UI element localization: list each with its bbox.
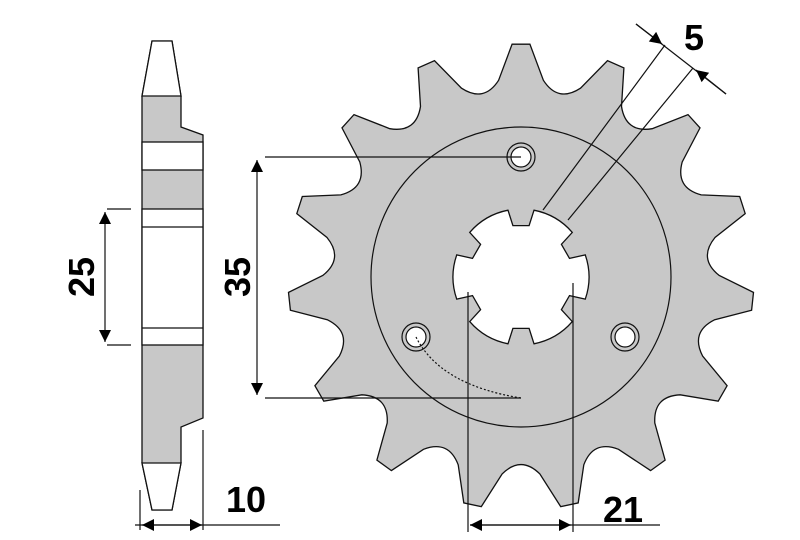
dimension-arrow: [635, 23, 663, 45]
side-bolt-band: [141, 141, 204, 171]
dimension-10: 10: [135, 430, 280, 531]
side-tooth-bottom: [141, 462, 182, 511]
hub-circle: [370, 126, 672, 428]
side-tooth-top: [141, 40, 182, 97]
extension-line: [542, 44, 666, 211]
dimension-label: 35: [217, 257, 258, 297]
dimension-21: 21: [467, 283, 660, 532]
bolt-holes: [401, 142, 640, 352]
dimension-label: 5: [684, 17, 704, 58]
dimension-arrow: [695, 69, 727, 95]
dimension-label: 25: [61, 257, 102, 297]
dimension-25: 25: [61, 208, 131, 346]
dimension-5: 5: [542, 17, 727, 221]
extension-line: [567, 67, 694, 221]
front-view: [287, 43, 755, 508]
spline-bore: [452, 209, 590, 345]
dimension-label: 10: [226, 479, 266, 520]
dimension-35: 35: [217, 156, 522, 399]
bolt-hole: [614, 326, 636, 348]
side-bore-band: [141, 208, 204, 346]
dimension-label: 21: [603, 489, 643, 530]
side-view: [141, 40, 204, 511]
dashed-leader: [415, 336, 522, 399]
